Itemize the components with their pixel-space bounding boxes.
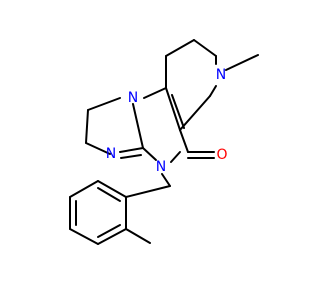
- atom-label-nitrogen: N: [156, 159, 166, 175]
- atom-label-nitrogen: N: [216, 67, 226, 83]
- bond: [225, 54, 259, 71]
- bond: [87, 97, 121, 111]
- bond: [120, 154, 142, 159]
- bond: [179, 129, 189, 153]
- structure-diagram: N N N N O: [0, 0, 300, 300]
- bond: [97, 228, 127, 245]
- molecule-canvas: N N N N O: [0, 0, 300, 300]
- bond: [69, 180, 99, 198]
- bond: [165, 39, 195, 57]
- bond: [69, 228, 99, 245]
- bond: [161, 173, 171, 187]
- background: [0, 0, 300, 300]
- bond: [171, 94, 185, 129]
- bond: [97, 224, 121, 238]
- bond: [85, 109, 89, 144]
- bond: [165, 87, 181, 131]
- atom-labels: N N N N O: [106, 67, 228, 175]
- bond: [143, 87, 167, 99]
- bond: [97, 180, 127, 198]
- bond: [170, 151, 181, 163]
- bond: [119, 147, 144, 153]
- bond: [132, 103, 144, 149]
- bond: [209, 85, 217, 97]
- bond: [125, 228, 151, 244]
- bond: [85, 142, 111, 155]
- bond: [142, 147, 157, 161]
- atom-label-nitrogen: N: [106, 146, 116, 162]
- bond: [193, 39, 217, 57]
- atom-label-oxygen: O: [216, 147, 227, 163]
- bond: [125, 185, 171, 198]
- bond: [97, 187, 121, 202]
- bond-layer: [69, 39, 259, 245]
- bond: [179, 95, 211, 131]
- atom-label-nitrogen: N: [128, 90, 138, 106]
